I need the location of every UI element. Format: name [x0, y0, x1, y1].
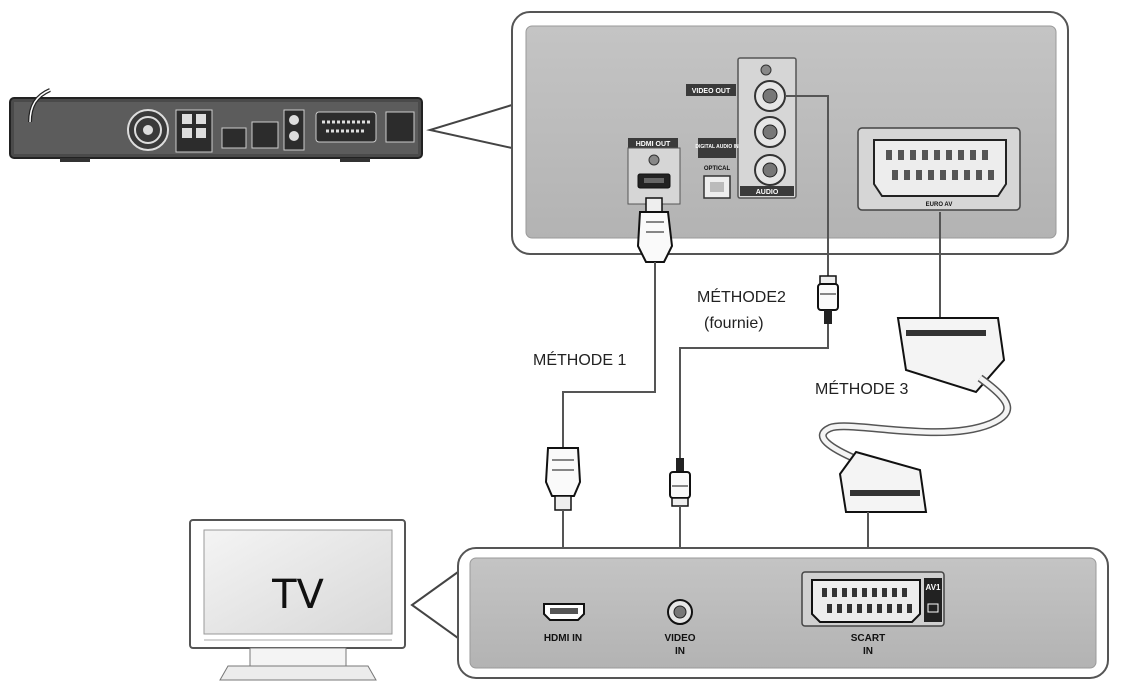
dvd-player	[9, 88, 423, 162]
tv-screen-label: TV	[271, 572, 324, 618]
hdmi-in-label: HDMI IN	[544, 633, 582, 644]
video-out-label: VIDEO OUT	[692, 88, 731, 95]
audio-label: AUDIO	[756, 189, 779, 196]
video-out-jack	[754, 80, 786, 112]
euro-av-label: EURO AV	[926, 202, 953, 208]
tv-back-panel: HDMI IN VIDEO IN AV1 SCART IN	[457, 547, 1109, 679]
audio-right-jack	[754, 154, 786, 186]
scart-in-label-line2: IN	[863, 646, 873, 657]
player-callout	[426, 104, 513, 149]
tv-set: TV	[189, 519, 406, 681]
method-1-label: MÉTHODE 1	[533, 350, 626, 369]
av1-label: AV1	[926, 583, 942, 592]
video-cable	[669, 95, 839, 604]
audio-left-jack	[754, 116, 786, 148]
scart-in-label-line1: SCART	[851, 633, 885, 644]
optical-label: OPTICAL	[704, 166, 731, 172]
video-in-jack	[667, 599, 693, 625]
tv-callout	[410, 571, 459, 639]
scart-in-port: AV1	[801, 571, 945, 627]
hdmi-out-label: HDMI OUT	[636, 141, 671, 148]
hdmi-cable	[544, 197, 674, 604]
digital-audio-label: DIGITAL AUDIO IN	[695, 144, 739, 150]
scart-cable	[819, 212, 1012, 604]
video-in-label-line2: IN	[675, 646, 685, 657]
player-back-panel: VIDEO OUT AUDIO HDMI OUT DIGITAL AUDIO I…	[511, 11, 1069, 255]
video-in-label-line1: VIDEO	[664, 633, 695, 644]
hdmi-in-port	[543, 603, 585, 621]
method-2-label: MÉTHODE2	[697, 287, 786, 306]
method-3-label: MÉTHODE 3	[815, 379, 908, 398]
scart-out-port: EURO AV	[857, 127, 1021, 211]
method-2-note: (fournie)	[704, 315, 764, 332]
